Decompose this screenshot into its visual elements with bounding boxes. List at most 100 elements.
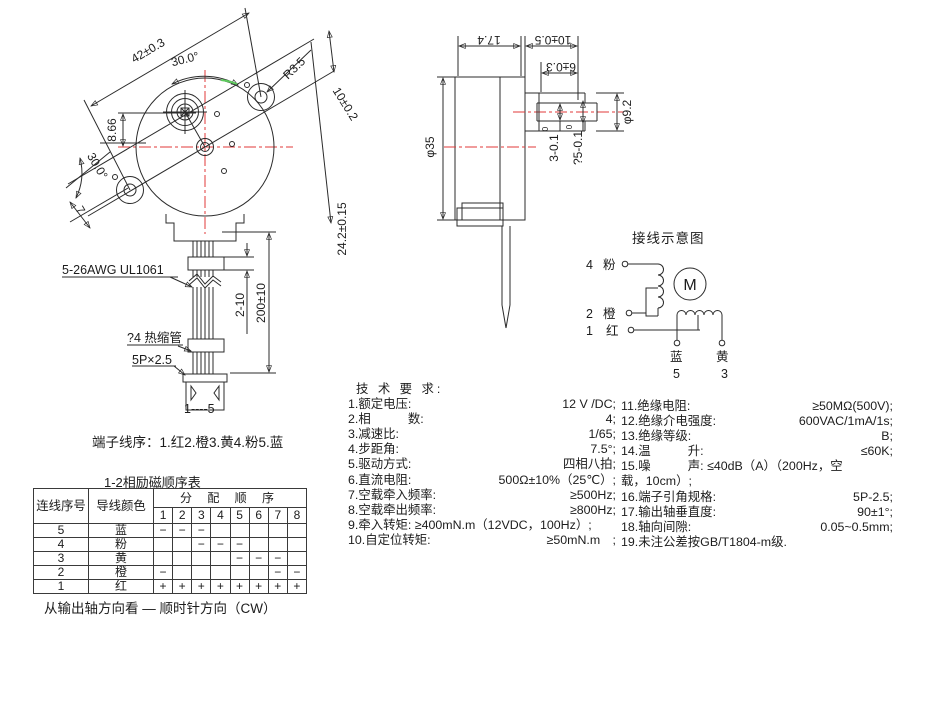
- shrink-tube-lower: [187, 338, 225, 353]
- tech-title: 技 术 要 求:: [356, 382, 444, 396]
- wiring-title: 接线示意图: [632, 230, 705, 246]
- motor-symbol-circle: [673, 267, 707, 301]
- tech-item: 17.输出轴垂直度:90±1°;: [621, 504, 893, 519]
- terminal-2-node: [625, 309, 633, 317]
- connector-plug: [182, 373, 228, 411]
- terminal-3-color: 黄: [716, 350, 729, 364]
- header-sequence: 分 配 顺 序: [153, 488, 307, 508]
- terminal-3-number: 3: [721, 367, 728, 381]
- excitation-table-title: 1-2相励磁顺序表: [104, 475, 201, 490]
- break-symbol: [188, 277, 222, 289]
- tech-item: 11.绝缘电阻:≥50MΩ(500V);: [621, 399, 893, 413]
- table-row: 2 橙 − − −: [33, 565, 308, 580]
- dim-ear-radius: R3.5: [280, 54, 308, 82]
- tech-requirements-left: 技 术 要 求: 1.额定电压:12 V /DC; 2.相 数:4; 3.减速比…: [348, 382, 616, 548]
- dim-body-length: 17.4: [477, 33, 501, 47]
- case-hole: [229, 141, 235, 147]
- tech-item: 5.驱动方式:四相八拍;: [348, 457, 616, 472]
- tech-item: 18.轴向间隙:0.05~0.5mm;: [621, 519, 893, 534]
- tech-item: 15.噪 声: ≤40dB（A）（200Hz，空: [621, 459, 843, 474]
- dim-body-dia: φ35: [423, 136, 437, 157]
- dim-boss-dia: φ9.2: [620, 99, 634, 124]
- terminal-block-side: [461, 202, 504, 221]
- ear-strip-edge: [67, 38, 315, 185]
- ear-strip-edge: [87, 70, 335, 217]
- tech-item: 13.绝缘等级:B;: [621, 429, 893, 444]
- dim-sleeve: 2-10: [233, 293, 247, 317]
- mount-hole-upper: [254, 90, 268, 104]
- tech-item: 14.温 升:≤60K;: [621, 444, 893, 459]
- side-view: 17.4 10±0.5 6±0.3 φ9.2 3-0.1 0 ?5-0.1 0 …: [423, 33, 634, 329]
- tech-item: 12.绝缘介电强度:600VAC/1mA/1s;: [621, 414, 893, 429]
- case-hole: [214, 111, 220, 117]
- dim-shaft-flat-tol: 0: [541, 126, 550, 131]
- terminal-4-color: 粉: [603, 257, 616, 272]
- tech-item: 载，10cm）;: [621, 474, 692, 489]
- shrink-tube-upper: [187, 256, 225, 271]
- rotation-note: 从输出轴方向看 — 顺时针方向（CW）: [44, 601, 277, 616]
- dim-bottom-left: 7: [73, 203, 89, 216]
- terminal-1-color: 红: [606, 323, 619, 338]
- dim-angle-top: 30.0°: [170, 49, 201, 69]
- table-row: 1 红 + + + + + + + +: [33, 579, 308, 594]
- dim-shaft-length: 6±0.3: [546, 60, 576, 74]
- header-wire-no: 连线序号: [33, 488, 89, 524]
- label-connector-pitch: 5P×2.5: [132, 353, 172, 367]
- label-pin-numbers: 1----5: [184, 402, 215, 416]
- terminal-5-color: 蓝: [670, 350, 683, 364]
- rivet-hole: [244, 82, 250, 88]
- motor-symbol: M: [683, 277, 696, 294]
- header-wire-color: 导线颜色: [88, 488, 154, 524]
- table-row: 5 蓝 − − −: [33, 523, 308, 538]
- winding-horizontal: [676, 310, 723, 316]
- tech-item: 19.未注公差按GB/T1804-m级.: [621, 534, 787, 549]
- output-shaft-outer: [196, 138, 214, 156]
- label-lead-wire: 5-26AWG UL1061: [62, 263, 164, 277]
- tech-item: 4.步距角:7.5°;: [348, 442, 616, 457]
- table-row: 3 黄 − − −: [33, 551, 308, 566]
- label-shrink-tube: ?4 热缩管: [127, 330, 182, 345]
- dim-boss-length: 10±0.5: [534, 33, 571, 47]
- terminal-2-color: 橙: [603, 306, 616, 321]
- tech-item: 7.空载牵入频率:≥500Hz;: [348, 487, 616, 502]
- winding-vertical: [657, 263, 664, 309]
- tech-requirements-right: 11.绝缘电阻:≥50MΩ(500V); 12.绝缘介电强度:600VAC/1m…: [621, 399, 893, 550]
- center-tap-bracket: [645, 287, 658, 317]
- rivet-hole: [112, 174, 118, 180]
- tech-item: 3.减速比:1/65;: [348, 427, 616, 442]
- tech-item: 16.端子引角规格:5P-2.5;: [621, 489, 893, 504]
- table-row: 4 粉 − − −: [33, 537, 308, 552]
- terminal-4-node: [621, 260, 629, 268]
- dim-shaft-flat: 3-0.1: [547, 134, 561, 162]
- dim-ear-width: 10±0.2: [330, 85, 361, 124]
- output-shaft-inner: [200, 142, 210, 152]
- highlight-arc: [220, 79, 238, 85]
- tech-item: 6.直流电阻:500Ω±10%（25℃）;: [348, 472, 616, 487]
- dim-shaft-offset: 8.66: [105, 118, 119, 142]
- tech-item: 1.额定电压:12 V /DC;: [348, 397, 616, 412]
- wiring-diagram: 接线示意图 4 粉 2 橙 1 红 M 蓝 5 黄 3: [586, 230, 729, 381]
- lead-wires-side: [501, 226, 511, 329]
- dim-lead-length: 200±10: [254, 283, 268, 323]
- break-symbol: [188, 273, 222, 285]
- dim-shaft-dia: ?5-0.1: [571, 131, 585, 165]
- motor-body-side: [454, 76, 526, 221]
- dim-shaft-dia-tol: 0: [565, 124, 574, 129]
- tech-item: 10.自定位转矩:≥50mN.m ;: [348, 532, 616, 547]
- terminal-2-number: 2: [586, 307, 593, 321]
- case-hole: [221, 168, 227, 174]
- terminal-1-node: [627, 326, 635, 334]
- terminal-5-node: [673, 339, 681, 347]
- dim-connector-height: 24.2±0.15: [335, 202, 349, 256]
- terminal-5-number: 5: [673, 367, 680, 381]
- tech-item: 2.相 数:4;: [348, 412, 616, 427]
- terminal-3-node: [718, 339, 726, 347]
- terminal-block-step: [456, 207, 504, 227]
- terminal-1-number: 1: [586, 324, 593, 338]
- excitation-table: 连线序号 导线颜色 分 配 顺 序 1 2 3 4 5 6 7 8 5 蓝 − …: [33, 488, 308, 594]
- tech-item: 8.空载牵出频率:≥800Hz;: [348, 502, 616, 517]
- front-view: 42±0.3 30.0° R3.5 10±0.2 8.66 30.0° 7 24…: [62, 7, 361, 416]
- terminal-order-note: 端子线序：1.红2.橙3.黄4.粉5.蓝: [92, 435, 284, 450]
